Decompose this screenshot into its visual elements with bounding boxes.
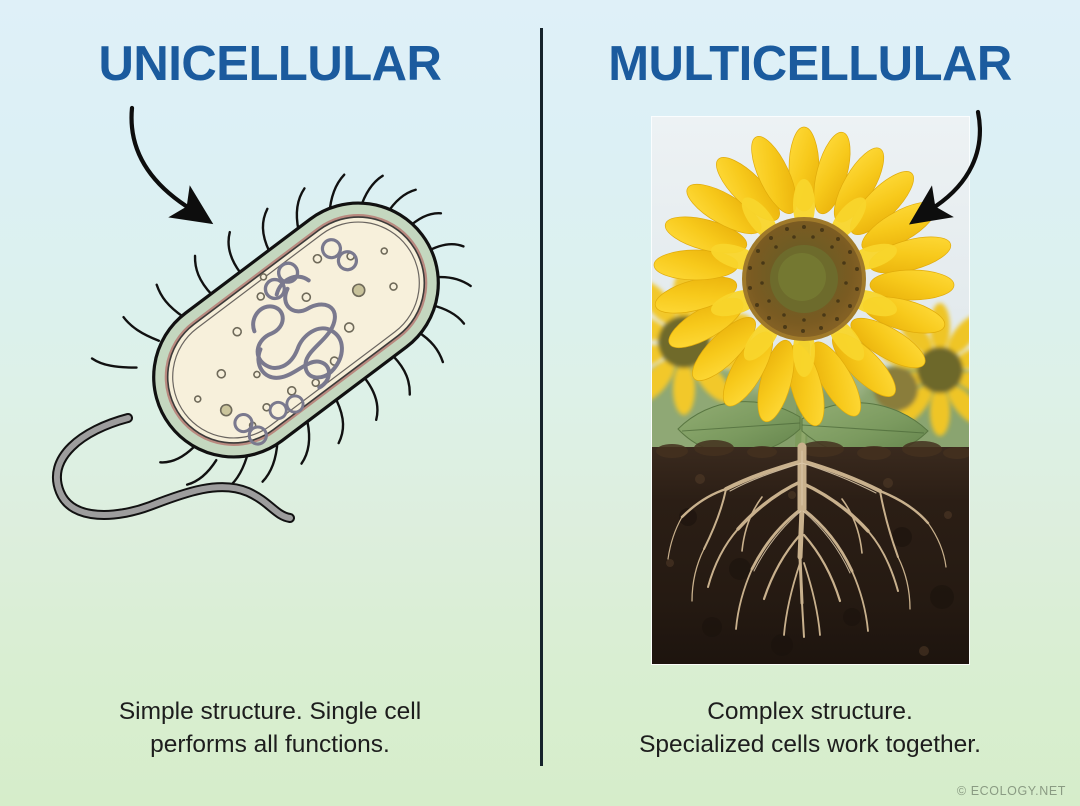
bacterium-cell — [51, 173, 472, 523]
curved-arrow-down-right-icon — [129, 105, 214, 225]
page-title-unicellular: UNICELLULAR — [98, 37, 442, 91]
nucleoid-dna — [251, 274, 344, 390]
pili-icon — [90, 173, 472, 492]
flagellum-icon — [51, 413, 295, 523]
ribosomes — [193, 247, 398, 430]
caption-multicellular: Complex structure. Specialized cells wor… — [639, 698, 981, 758]
sunflower-photo — [652, 117, 969, 664]
page-title-multicellular: MULTICELLULAR — [608, 37, 1012, 91]
capsule — [152, 201, 440, 459]
caption-unicellular: Simple structure. Single cell performs a… — [118, 698, 422, 758]
cell-wall — [164, 214, 428, 446]
copyright-credit: © ECOLOGY.NET — [956, 784, 1066, 798]
plasmids — [233, 238, 359, 446]
panel-divider — [540, 28, 543, 766]
cytoplasm — [166, 216, 426, 444]
